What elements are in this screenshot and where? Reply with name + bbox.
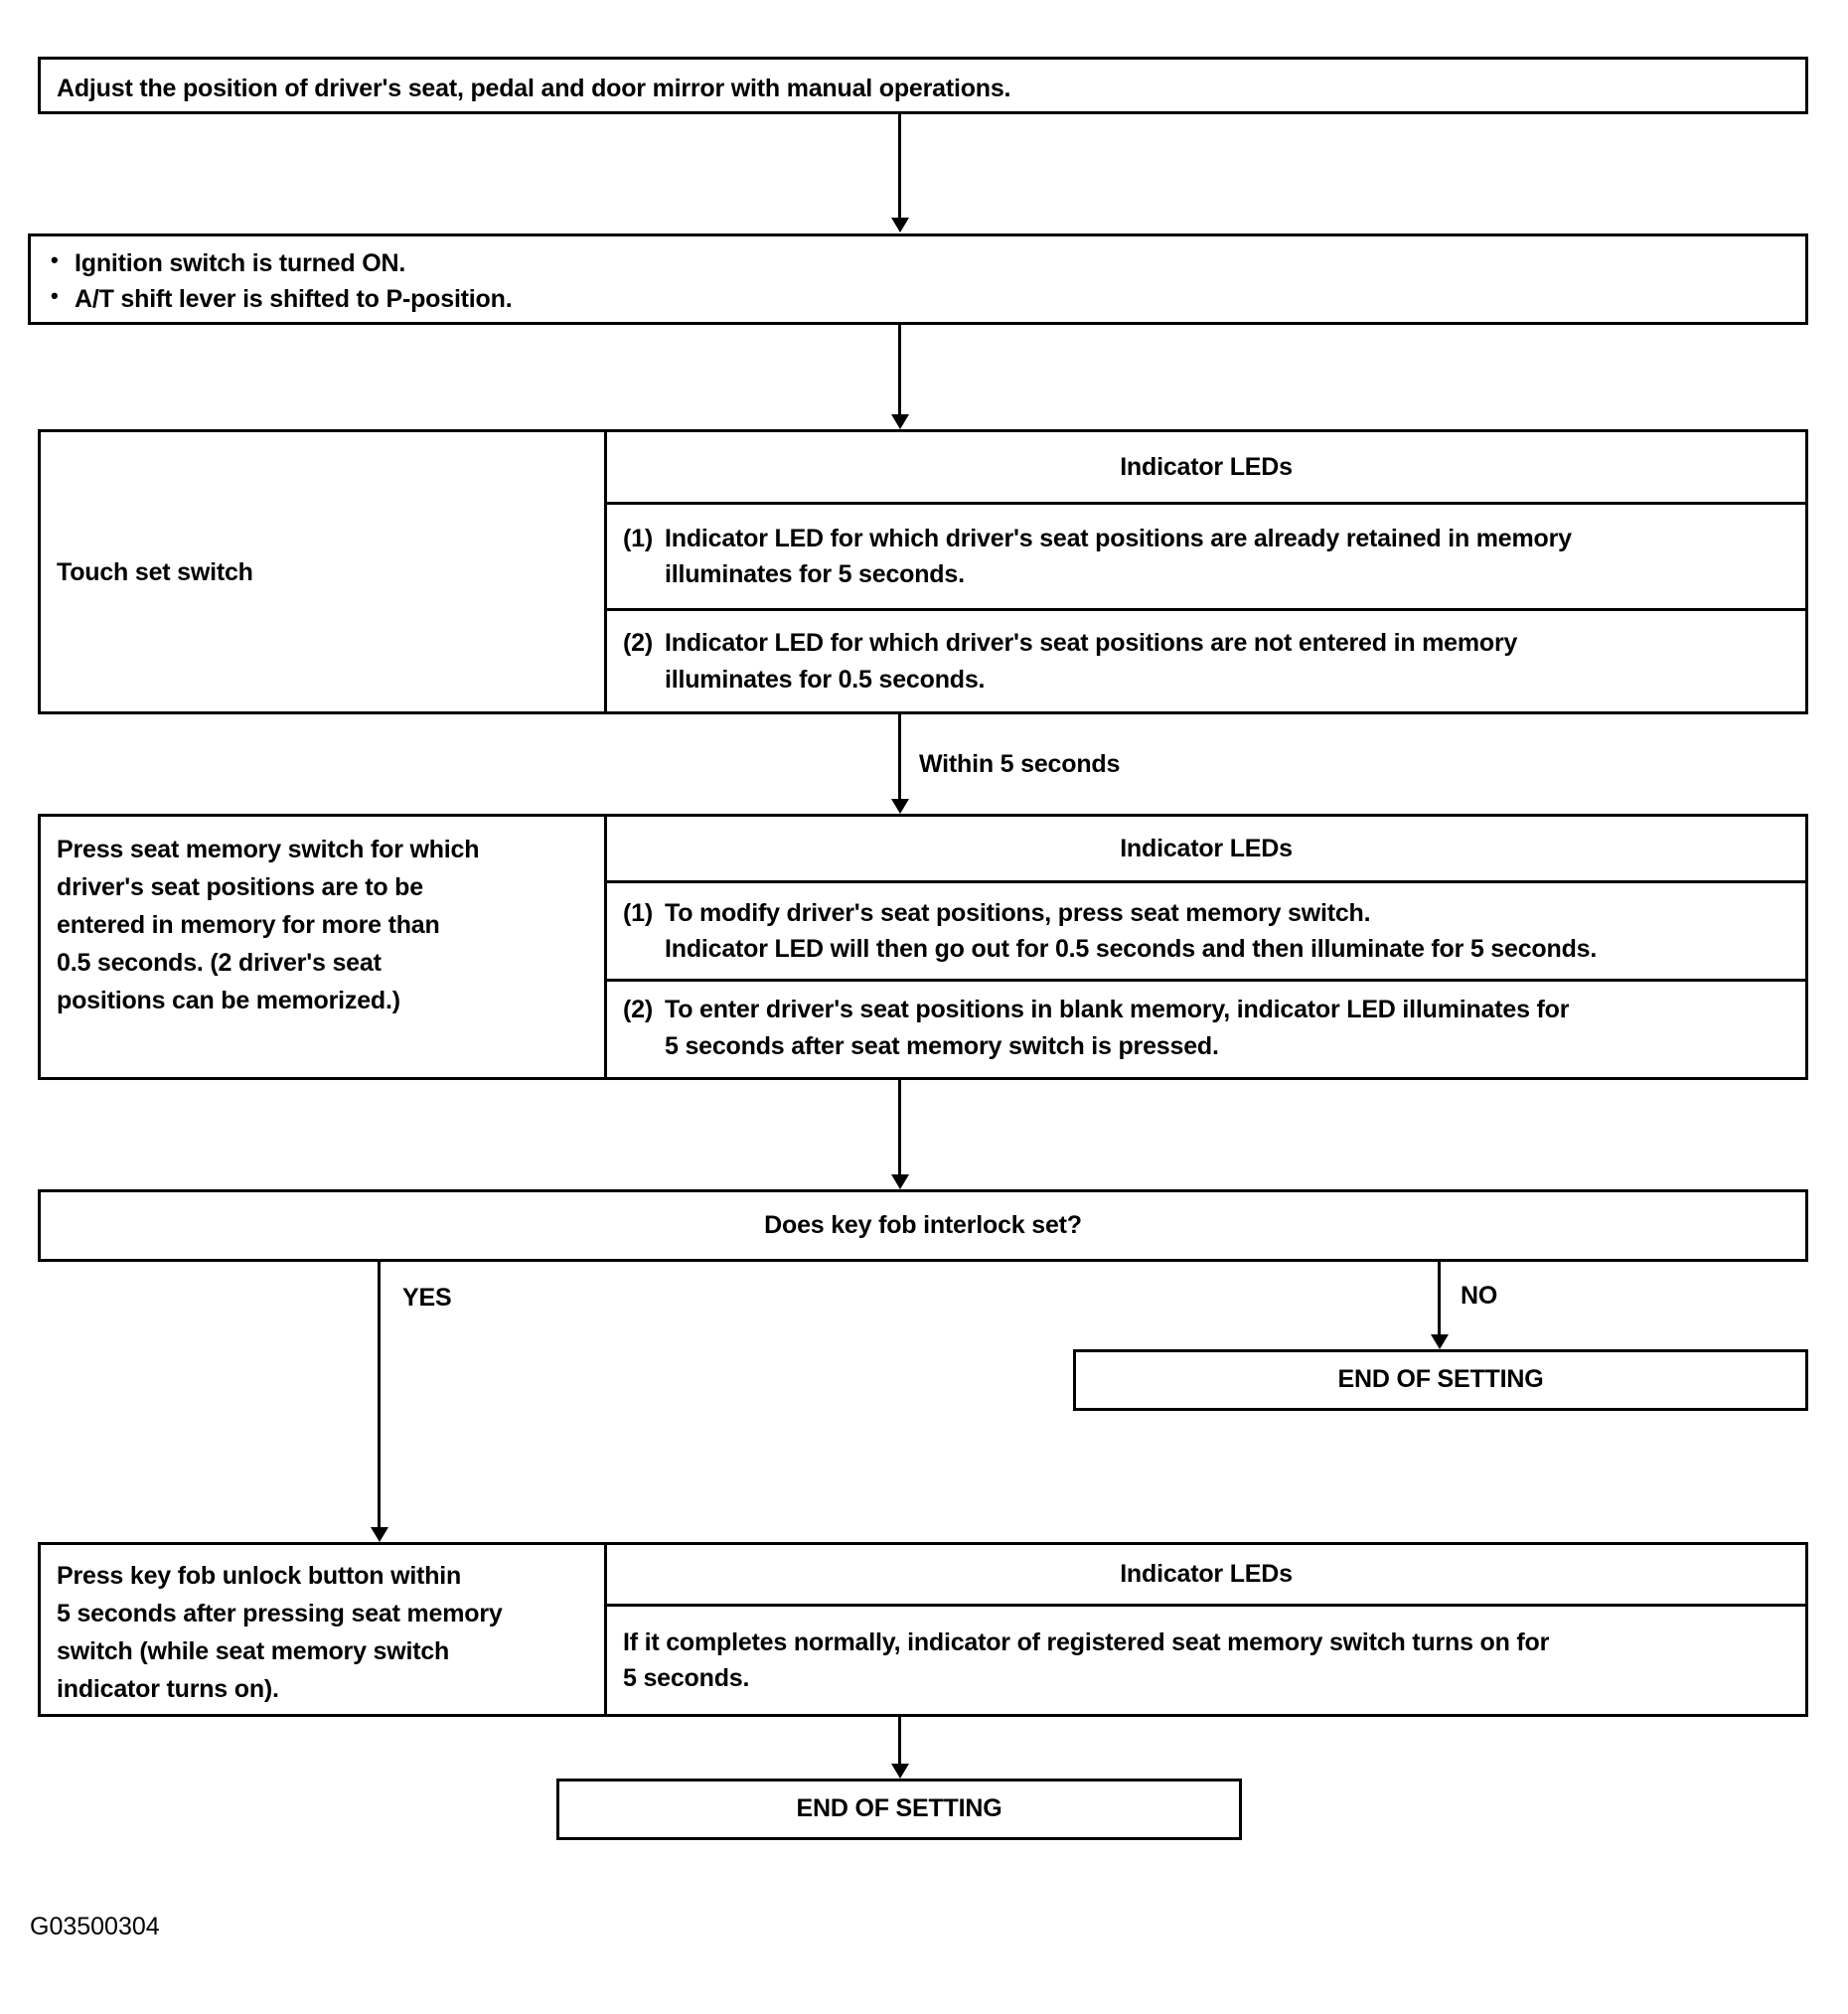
keyfob-indicator-row-1-line2: 5 seconds. [623,1663,750,1692]
press-indicator-row-2-number: (2) [623,996,653,1024]
touch-indicator-header: Indicator LEDs [607,432,1805,505]
connector-adjust-to-conditions [898,114,901,218]
step-table-touch-set-switch: Touch set switch Indicator LEDs (1) Indi… [38,429,1808,714]
press-indicator-row-1-body: (1) To modify driver's seat positions, p… [623,895,1597,968]
press-indicator-row-1: (1) To modify driver's seat positions, p… [607,883,1805,979]
keyfob-indicator-row-1-line1: If it completes normally, indicator of r… [623,1627,1550,1656]
press-indicator-row-1-line2: Indicator LED will then go out for 0.5 s… [665,935,1598,963]
arrowhead-press-to-decision [891,1174,909,1189]
press-indicator-row-1-line1: To modify driver's seat positions, press… [665,898,1371,927]
press-indicator-row-2-line1: To enter driver's seat positions in blan… [665,996,1570,1024]
terminal-box-end-of-setting-no: END OF SETTING [1073,1349,1808,1411]
touch-action-text: Touch set switch [57,557,253,586]
arrowhead-touch-to-press [891,799,909,814]
touch-indicator-column: Indicator LEDs (1) Indicator LED for whi… [607,432,1805,711]
keyfob-indicator-header: Indicator LEDs [607,1545,1805,1607]
press-action-text: Press seat memory switch for which drive… [41,817,489,1019]
press-indicator-column: Indicator LEDs (1) To modify driver's se… [607,817,1805,1077]
press-indicator-header: Indicator LEDs [607,817,1805,883]
press-action-line-4: 0.5 seconds. (2 driver's seat [57,949,382,977]
keyfob-action-text: Press key fob unlock button within 5 sec… [41,1545,513,1708]
terminal-box-end-of-setting-final: END OF SETTING [556,1779,1242,1840]
touch-indicator-row-2-line1: Indicator LED for which driver's seat po… [665,629,1518,658]
decision-box-text: Does key fob interlock set? [764,1210,1082,1239]
connector-press-to-decision [898,1080,901,1174]
figure-id-label: G03500304 [30,1913,160,1940]
terminal-box-end-of-setting-no-text: END OF SETTING [1337,1365,1544,1394]
press-action-line-2: driver's seat positions are to be [57,873,423,901]
touch-indicator-row-1-line2: illuminates for 5 seconds. [665,560,965,588]
step-box-adjust-inner: Adjust the position of driver's seat, pe… [41,60,1805,105]
press-indicator-row-2: (2) To enter driver's seat positions in … [607,979,1805,1074]
keyfob-action-line-2: 5 seconds after pressing seat memory [57,1600,503,1627]
step-table-key-fob-unlock: Press key fob unlock button within 5 sec… [38,1542,1808,1717]
press-indicator-row-1-number: (1) [623,898,653,927]
touch-indicator-row-1: (1) Indicator LED for which driver's sea… [607,505,1805,608]
step-box-conditions: Ignition switch is turned ON. A/T shift … [28,233,1808,325]
touch-indicator-row-2: (2) Indicator LED for which driver's sea… [607,608,1805,711]
keyfob-indicator-row-1-body: If it completes normally, indicator of r… [623,1625,1549,1697]
edge-label-within-5-seconds: Within 5 seconds [919,750,1121,778]
press-indicator-row-2-line2: 5 seconds after seat memory switch is pr… [665,1031,1219,1060]
touch-indicator-row-2-number: (2) [623,629,653,658]
arrowhead-conditions-to-touch [891,414,909,429]
keyfob-indicator-column: Indicator LEDs If it completes normally,… [607,1545,1805,1714]
keyfob-action-line-4: indicator turns on). [57,1675,279,1703]
edge-label-yes: YES [402,1284,452,1312]
condition-item-ignition: Ignition switch is turned ON. [49,244,1805,281]
arrowhead-keyfob-to-end [891,1764,909,1779]
arrowhead-adjust-to-conditions [891,218,909,232]
connector-yes-branch [378,1262,381,1527]
press-indicator-row-2-body: (2) To enter driver's seat positions in … [623,992,1569,1064]
connector-no-branch [1438,1262,1441,1334]
keyfob-action-cell: Press key fob unlock button within 5 sec… [41,1545,607,1714]
arrowhead-no-branch [1431,1334,1449,1349]
press-action-line-3: entered in memory for more than [57,911,440,939]
press-action-cell: Press seat memory switch for which drive… [41,817,607,1077]
step-box-conditions-inner: Ignition switch is turned ON. A/T shift … [31,236,1805,318]
keyfob-action-line-1: Press key fob unlock button within [57,1562,462,1590]
edge-label-no: NO [1461,1282,1498,1310]
touch-indicator-row-1-line1: Indicator LED for which driver's seat po… [665,524,1572,552]
arrowhead-yes-branch [371,1527,388,1542]
condition-item-shift-lever: A/T shift lever is shifted to P-position… [49,280,1805,317]
decision-box-key-fob-interlock: Does key fob interlock set? [38,1189,1808,1262]
touch-indicator-row-2-body: (2) Indicator LED for which driver's sea… [623,625,1517,697]
press-action-line-5: positions can be memorized.) [57,987,400,1014]
step-box-adjust-position: Adjust the position of driver's seat, pe… [38,57,1808,114]
step-box-adjust-text: Adjust the position of driver's seat, pe… [57,75,1011,102]
touch-action-cell: Touch set switch [41,432,607,711]
keyfob-indicator-row-1: If it completes normally, indicator of r… [607,1607,1805,1714]
touch-indicator-row-2-line2: illuminates for 0.5 seconds. [665,665,986,694]
touch-indicator-row-1-number: (1) [623,524,653,552]
connector-touch-to-press [898,714,901,799]
keyfob-action-line-3: switch (while seat memory switch [57,1637,450,1665]
step-table-press-seat-memory: Press seat memory switch for which drive… [38,814,1808,1080]
connector-conditions-to-touch [898,325,901,414]
press-action-line-1: Press seat memory switch for which [57,836,480,863]
connector-keyfob-to-end [898,1717,901,1764]
touch-indicator-row-1-body: (1) Indicator LED for which driver's sea… [623,521,1572,593]
terminal-box-end-of-setting-final-text: END OF SETTING [796,1794,1002,1823]
